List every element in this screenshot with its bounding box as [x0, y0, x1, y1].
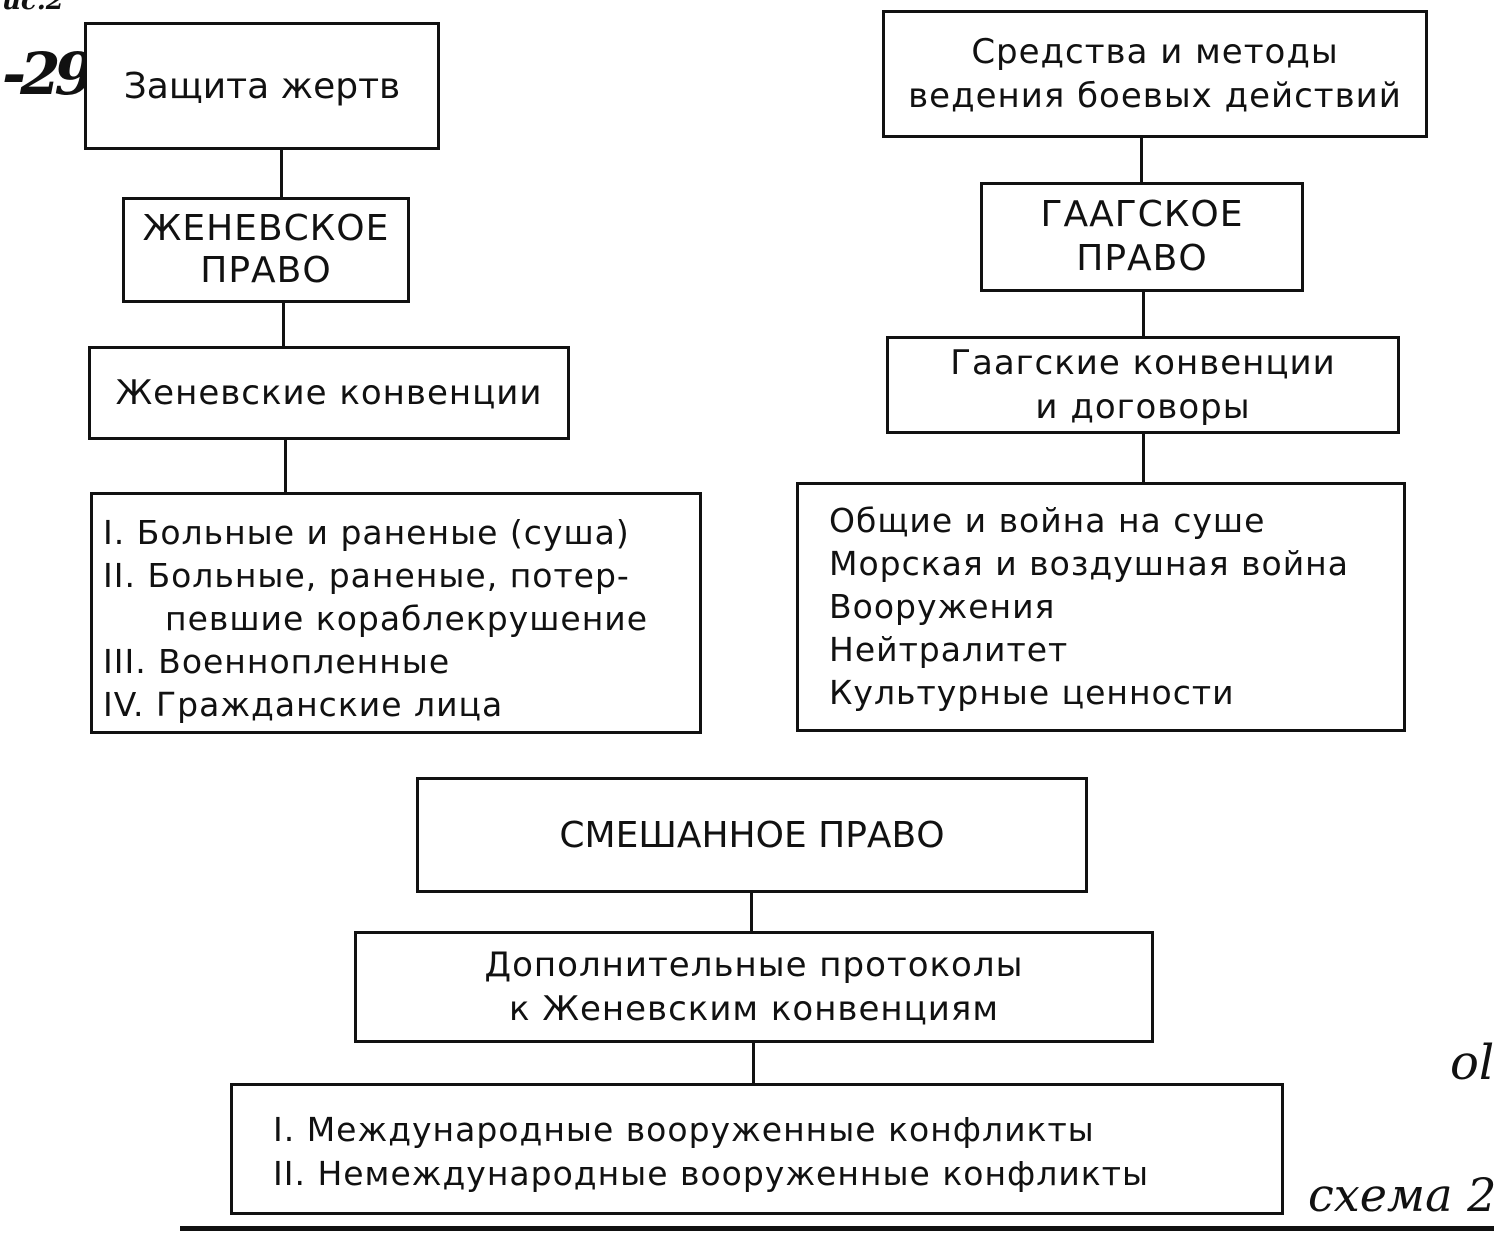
list-item: II. Больные, раненые, потер-: [103, 556, 630, 595]
handwritten-top-mark: ис.2: [2, 0, 64, 16]
hague-law-box: ГААГСКОЕ ПРАВО: [980, 182, 1304, 292]
means-methods-line-1: Средства и методы: [971, 32, 1339, 72]
list-item: Вооружения: [829, 587, 1056, 626]
connector-left-3: [284, 440, 287, 493]
hague-law-line-2: ПРАВО: [1076, 238, 1208, 279]
hague-conventions-box: Гаагские конвенции и договоры: [886, 336, 1400, 434]
victims-protection-label: Защита жертв: [123, 65, 401, 107]
means-methods-box: Средства и методы ведения боевых действи…: [882, 10, 1428, 138]
connector-left-1: [280, 150, 283, 198]
additional-protocols-box: Дополнительные протоколы к Женевским кон…: [354, 931, 1154, 1043]
connector-right-3: [1142, 434, 1145, 483]
hague-law-line-1: ГААГСКОЕ: [1040, 194, 1244, 235]
handwritten-caption: схема 2: [1308, 1168, 1494, 1222]
hague-conventions-line-2: и договоры: [1035, 387, 1251, 427]
list-item: IV. Гражданские лица: [103, 685, 504, 724]
list-item: II. Немеждународные вооруженные конфликт…: [273, 1154, 1150, 1193]
connector-left-2: [282, 303, 285, 348]
protocols-list: I. Международные вооруженные конфликты I…: [230, 1083, 1284, 1215]
connector-bottom-1: [750, 893, 753, 933]
geneva-law-line-2: ПРАВО: [200, 250, 332, 291]
geneva-conventions-list: I. Больные и раненые (суша) II. Больные,…: [90, 492, 702, 734]
connector-bottom-2: [752, 1043, 755, 1084]
list-item: III. Военнопленные: [103, 642, 451, 681]
list-item: I. Международные вооруженные конфликты: [273, 1110, 1095, 1149]
hague-conventions-line-1: Гаагские конвенции: [950, 343, 1336, 383]
page-bottom-rule: [180, 1226, 1494, 1231]
list-item: I. Больные и раненые (суша): [103, 513, 630, 552]
geneva-conventions-label: Женевские конвенции: [115, 373, 543, 413]
list-item: Морская и воздушная война: [829, 544, 1349, 583]
additional-protocols-line-1: Дополнительные протоколы: [484, 945, 1024, 985]
list-item: Культурные ценности: [829, 673, 1235, 712]
means-methods-line-2: ведения боевых действий: [908, 76, 1402, 116]
geneva-law-line-1: ЖЕНЕВСКОЕ: [142, 208, 390, 249]
handwritten-right-mark: ol: [1450, 1035, 1494, 1091]
connector-right-2: [1142, 292, 1145, 337]
geneva-conventions-box: Женевские конвенции: [88, 346, 570, 440]
list-item: Нейтралитет: [829, 630, 1069, 669]
victims-protection-box: Защита жертв: [84, 22, 440, 150]
additional-protocols-line-2: к Женевским конвенциям: [509, 989, 999, 1029]
list-item: певшие кораблекрушение: [165, 599, 649, 638]
hague-conventions-list: Общие и война на суше Морская и воздушна…: [796, 482, 1406, 732]
mixed-law-box: СМЕШАННОЕ ПРАВО: [416, 777, 1088, 893]
handwritten-page-number: -29: [2, 40, 95, 108]
list-item: Общие и война на суше: [829, 501, 1266, 540]
mixed-law-label: СМЕШАННОЕ ПРАВО: [559, 814, 945, 856]
connector-right-1: [1140, 138, 1143, 183]
geneva-law-box: ЖЕНЕВСКОЕ ПРАВО: [122, 197, 410, 303]
